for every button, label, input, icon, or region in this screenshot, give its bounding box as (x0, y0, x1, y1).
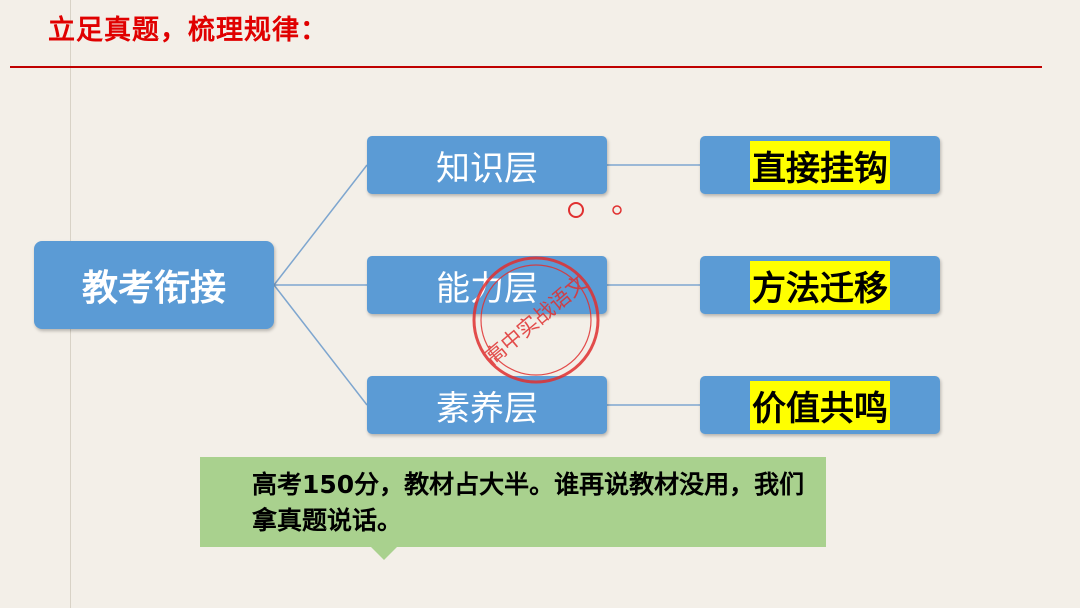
layer-node-knowledge: 知识层 (367, 136, 607, 194)
result-node-direct-link: 直接挂钩 (700, 136, 940, 194)
stamp-dots (568, 202, 622, 218)
callout-box: 高考150分，教材占大半。谁再说教材没用，我们拿真题说话。 (200, 457, 826, 547)
callout-text: 高考150分，教材占大半。谁再说教材没用，我们拿真题说话。 (252, 470, 805, 535)
layer-node-label: 能力层 (436, 268, 538, 309)
root-node: 教考衔接 (34, 241, 274, 329)
layer-node-literacy: 素养层 (367, 376, 607, 434)
result-node-method-transfer: 方法迁移 (700, 256, 940, 314)
result-node-value-resonance: 价值共鸣 (700, 376, 940, 434)
connector-root-layer-3 (273, 284, 368, 406)
title-divider (10, 66, 1042, 68)
connector-root-layer-1 (273, 164, 368, 286)
result-node-label: 价值共鸣 (750, 380, 890, 430)
result-node-label: 方法迁移 (750, 260, 890, 310)
result-node-label: 直接挂钩 (750, 140, 890, 190)
stamp-seal: 高中实战语文 (472, 256, 600, 384)
layer-node-label: 素养层 (436, 388, 538, 429)
stamp-text: 高中实战语文 (480, 270, 592, 369)
layer-node-label: 知识层 (436, 148, 538, 189)
page-title: 立足真题，梳理规律： (48, 15, 328, 46)
root-node-label: 教考衔接 (81, 268, 226, 309)
callout-pointer (370, 546, 398, 560)
